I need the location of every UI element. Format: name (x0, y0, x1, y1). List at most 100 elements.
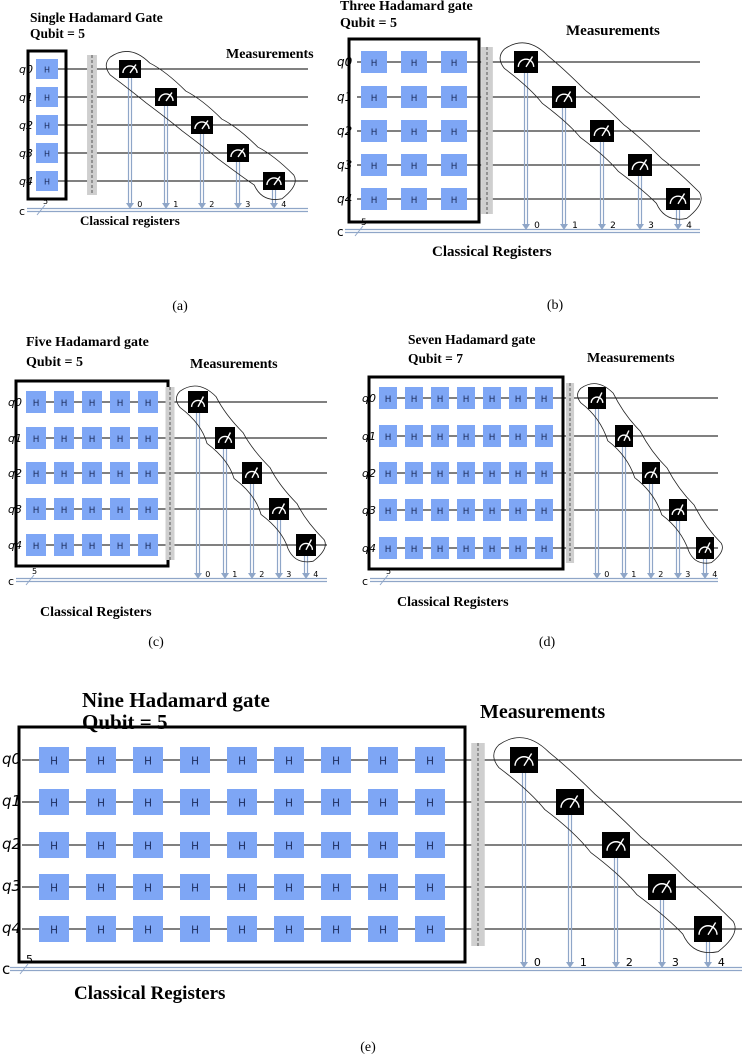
hadamard-gate (110, 391, 130, 413)
classical-register-name: c (19, 205, 25, 218)
hadamard-gate (26, 391, 46, 413)
gate-label: H (489, 433, 496, 443)
measure-gate (155, 88, 177, 106)
gate-label: H (191, 798, 199, 810)
gate-label: H (451, 128, 458, 138)
meter-icon (517, 58, 535, 67)
gate-label: H (411, 395, 418, 405)
qubit-label: q4 (19, 175, 33, 188)
gate-label: H (371, 162, 378, 172)
gate-label: H (285, 756, 293, 768)
panel-title: Five Hadamard gate (26, 335, 149, 350)
hadamard-gate (36, 143, 58, 163)
classical-register-size: 5 (43, 197, 48, 206)
hadamard-gate (321, 832, 351, 858)
gate-label: H (145, 470, 152, 480)
meter-needle (704, 542, 711, 554)
gate-label: H (97, 841, 105, 853)
measurement-outline (577, 383, 723, 564)
gate-label: H (50, 841, 58, 853)
gate-label: H (463, 545, 470, 555)
gate-label: H (451, 196, 458, 206)
gate-label: H (50, 756, 58, 768)
hadamard-gate (457, 499, 475, 521)
hadamard-gate (36, 87, 58, 107)
meter-icon (266, 177, 282, 186)
meter-needle (237, 148, 245, 158)
hadamard-gate (535, 462, 553, 484)
meter-icon (194, 121, 210, 130)
gate-label: H (463, 395, 470, 405)
meter-icon (298, 542, 314, 550)
hadamard-gate (361, 188, 387, 210)
hadamard-gate (361, 120, 387, 142)
bit-index: 2 (626, 956, 633, 969)
hadamard-gate (441, 86, 467, 108)
hadamard-gate (138, 498, 158, 520)
bit-index: 2 (259, 570, 264, 579)
hadamard-gate (82, 462, 102, 484)
bit-index: 1 (173, 200, 178, 209)
hadamard-gate (26, 534, 46, 556)
gate-label: H (44, 94, 50, 103)
classical-register-name: c (8, 575, 14, 588)
meter-icon (652, 883, 672, 893)
gate-label: H (411, 507, 418, 517)
measure-gate (227, 144, 249, 162)
gate-label: H (89, 399, 96, 409)
measure-gate (590, 120, 614, 142)
gate-label: H (426, 883, 434, 895)
hadamard-gate (361, 51, 387, 73)
hadamard-gate (431, 499, 449, 521)
panel-title: Nine Hadamard gate (82, 688, 270, 712)
measure-gate (694, 916, 722, 942)
gate-label: H (411, 162, 418, 172)
meter-needle (273, 176, 281, 186)
hadamard-gate (441, 188, 467, 210)
gate-label: H (332, 883, 340, 895)
hadamard-gate (431, 387, 449, 409)
hadamard-gate (509, 499, 527, 521)
measure-arrow (658, 962, 666, 968)
meter-icon (631, 161, 649, 170)
hadamard-gate (180, 874, 210, 900)
bit-index: 4 (686, 221, 692, 231)
panel-title: Single Hadamard Gate (30, 10, 163, 25)
measurements-label: Measurements (226, 47, 314, 62)
meter-needle (596, 392, 603, 404)
hadamard-gate (321, 916, 351, 942)
measure-arrow (566, 962, 574, 968)
hadamard-gate (138, 391, 158, 413)
gate-label: H (411, 433, 418, 443)
gate-label: H (515, 433, 522, 443)
hadamard-gate (39, 789, 69, 815)
gate-label: H (385, 507, 392, 517)
qubit-label: q1 (19, 91, 33, 104)
meter-needle (677, 504, 684, 516)
meter-needle (650, 467, 657, 479)
gate-label: H (489, 545, 496, 555)
gate-label: H (463, 433, 470, 443)
hadamard-gate (321, 747, 351, 773)
meter-needle (623, 430, 630, 442)
gate-label: H (191, 883, 199, 895)
gate-label: H (426, 925, 434, 937)
panel-title: Seven Hadamard gate (408, 332, 536, 347)
bit-index: 4 (712, 570, 717, 579)
gate-label: H (332, 841, 340, 853)
gate-label: H (411, 128, 418, 138)
bit-index: 0 (534, 956, 541, 969)
hadamard-gate (483, 387, 501, 409)
meter-needle (615, 838, 625, 852)
gate-label: H (97, 798, 105, 810)
measurement-outline (176, 385, 326, 563)
hadamard-gate (483, 537, 501, 559)
hadamard-gate (321, 874, 351, 900)
bit-index: 3 (648, 221, 654, 231)
hadamard-gate (405, 425, 423, 447)
meter-icon (606, 841, 626, 851)
classical-register-name: c (2, 960, 10, 978)
panel-qubit-count: Qubit = 5 (26, 355, 83, 370)
panel-caption: (d) (539, 635, 556, 650)
